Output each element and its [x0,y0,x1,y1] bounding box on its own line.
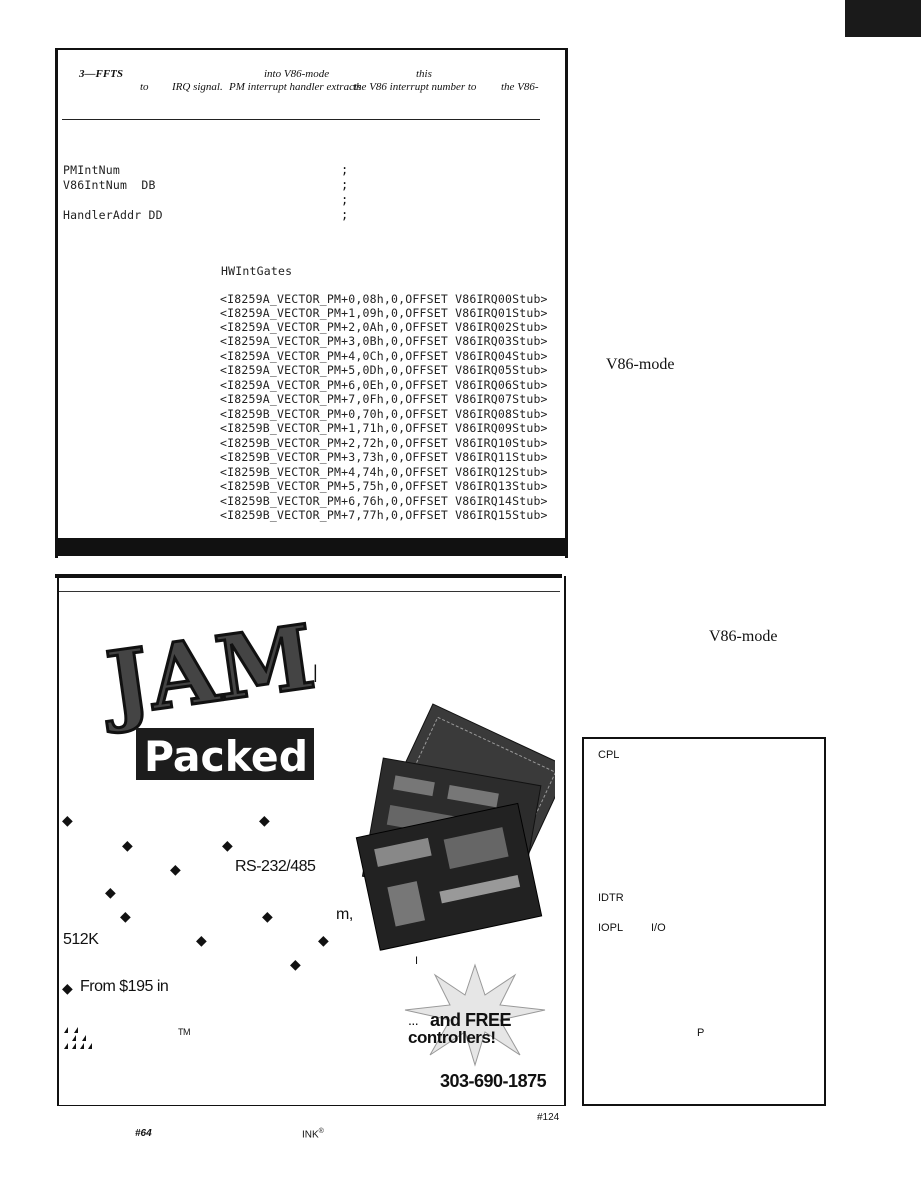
code-line: <I8259B_VECTOR_PM+6,76h,0,OFFSET V86IRQ1… [220,494,548,508]
code-line: <I8259B_VECTOR_PM+2,72h,0,OFFSET V86IRQ1… [220,436,548,450]
logo-cursor-bar: | [313,662,318,682]
packed-logo-background [136,728,314,780]
bullet-diamond-icon: ◆ [318,932,329,948]
ad-inner-rule [59,591,560,592]
starburst-graphic [404,963,546,1067]
caption-text: to [140,81,149,93]
code-table-label: HWIntGates [221,264,293,278]
code-comment-marker: ; [341,163,349,177]
bullet-diamond-icon: ◆ [62,812,73,828]
bullet-diamond-icon: ◆ [122,837,133,853]
caption-figure-number: 3—FFTS [79,68,124,80]
bullet-diamond-icon: ◆ [262,908,273,924]
caption-text: PM interrupt handler extracts [229,81,362,93]
caption-text: this [416,68,432,80]
code-line: <I8259A_VECTOR_PM+3,0Bh,0,OFFSET V86IRQ0… [220,334,548,348]
code-comment-marker: ; [341,208,349,222]
body-text-fragment: V86-mode [709,628,778,645]
jam-logo-text: JAM [96,606,320,737]
code-line: <I8259A_VECTOR_PM+4,0Ch,0,OFFSET V86IRQ0… [220,349,548,363]
glossary-term: CPL [598,749,620,761]
bullet-diamond-icon: ◆ [105,884,116,900]
reader-service-number: #64 [135,1128,152,1139]
bullet-diamond-icon: ◆ [222,837,233,853]
feature-text: m, [336,906,353,923]
code-line: <I8259B_VECTOR_PM+3,73h,0,OFFSET V86IRQ1… [220,450,548,464]
glossary-term: I/O [651,922,666,934]
bullet-diamond-icon: ◆ [120,908,131,924]
burst-prefix: ... [408,1012,419,1028]
packed-logo-text: Packed [144,732,308,781]
brand-text: INK® [302,1128,324,1141]
listing-bottom-bar [55,538,565,556]
page-corner-tab [845,0,921,37]
glossary-sidebar-box [582,737,826,1106]
caption-text: into V86-mode [264,68,330,80]
caption-rule [62,119,540,120]
jam-logo-art: JAM Packed [96,606,322,781]
bullet-diamond-icon: ◆ [196,932,207,948]
bullet-diamond-icon: ◆ [170,861,181,877]
bullet-diamond-icon: ◆ [62,980,73,996]
glossary-term: IOPL [598,922,624,934]
burst-text: controllers! [408,1028,496,1047]
listing-figure [55,48,568,558]
caption-text: the V86- [501,81,539,93]
code-line: <I8259B_VECTOR_PM+1,71h,0,OFFSET V86IRQ0… [220,421,548,435]
code-line: <I8259A_VECTOR_PM+7,0Fh,0,OFFSET V86IRQ0… [220,392,548,406]
code-line: HandlerAddr DD [63,208,163,222]
price-text: From $195 in [80,978,169,995]
code-line: <I8259B_VECTOR_PM+7,77h,0,OFFSET V86IRQ1… [220,508,548,522]
reader-service-number: #124 [537,1112,560,1123]
caption-text: the V86 interrupt number to [353,81,477,93]
code-line: <I8259B_VECTOR_PM+4,74h,0,OFFSET V86IRQ1… [220,465,548,479]
advertisement [57,576,566,1106]
code-line: <I8259A_VECTOR_PM+6,0Eh,0,OFFSET V86IRQ0… [220,378,548,392]
body-text-fragment: V86-mode [606,356,675,373]
trademark-mark: TM [178,1027,191,1037]
code-line: <I8259B_VECTOR_PM+5,75h,0,OFFSET V86IRQ1… [220,479,548,493]
caption-text: IRQ signal. [172,81,223,93]
feature-text: RS-232/485 [235,858,316,875]
code-line: PMIntNum [63,163,120,177]
bullet-diamond-icon: ◆ [259,812,270,828]
circuit-boards-photo [355,703,555,951]
bullet-diamond-icon: ◆ [290,956,301,972]
feature-text: 512K [63,931,99,948]
code-line: <I8259A_VECTOR_PM+2,0Ah,0,OFFSET V86IRQ0… [220,320,548,334]
code-line: <I8259A_VECTOR_PM+1,09h,0,OFFSET V86IRQ0… [220,306,548,320]
code-line: V86IntNum DB [63,178,156,192]
feature-text: I [415,955,418,967]
code-line: <I8259A_VECTOR_PM+5,0Dh,0,OFFSET V86IRQ0… [220,363,548,377]
code-comment-marker: ; [341,178,349,192]
phone-number: 303-690-1875 [440,1071,547,1091]
company-logo-icon [64,1027,92,1049]
glossary-term: P [697,1027,705,1039]
code-comment-marker: ; [341,193,349,207]
glossary-term: IDTR [598,892,624,904]
ad-top-bar [55,574,562,578]
code-line: <I8259A_VECTOR_PM+0,08h,0,OFFSET V86IRQ0… [220,292,548,306]
code-line: <I8259B_VECTOR_PM+0,70h,0,OFFSET V86IRQ0… [220,407,548,421]
burst-text: and FREE [430,1010,512,1030]
